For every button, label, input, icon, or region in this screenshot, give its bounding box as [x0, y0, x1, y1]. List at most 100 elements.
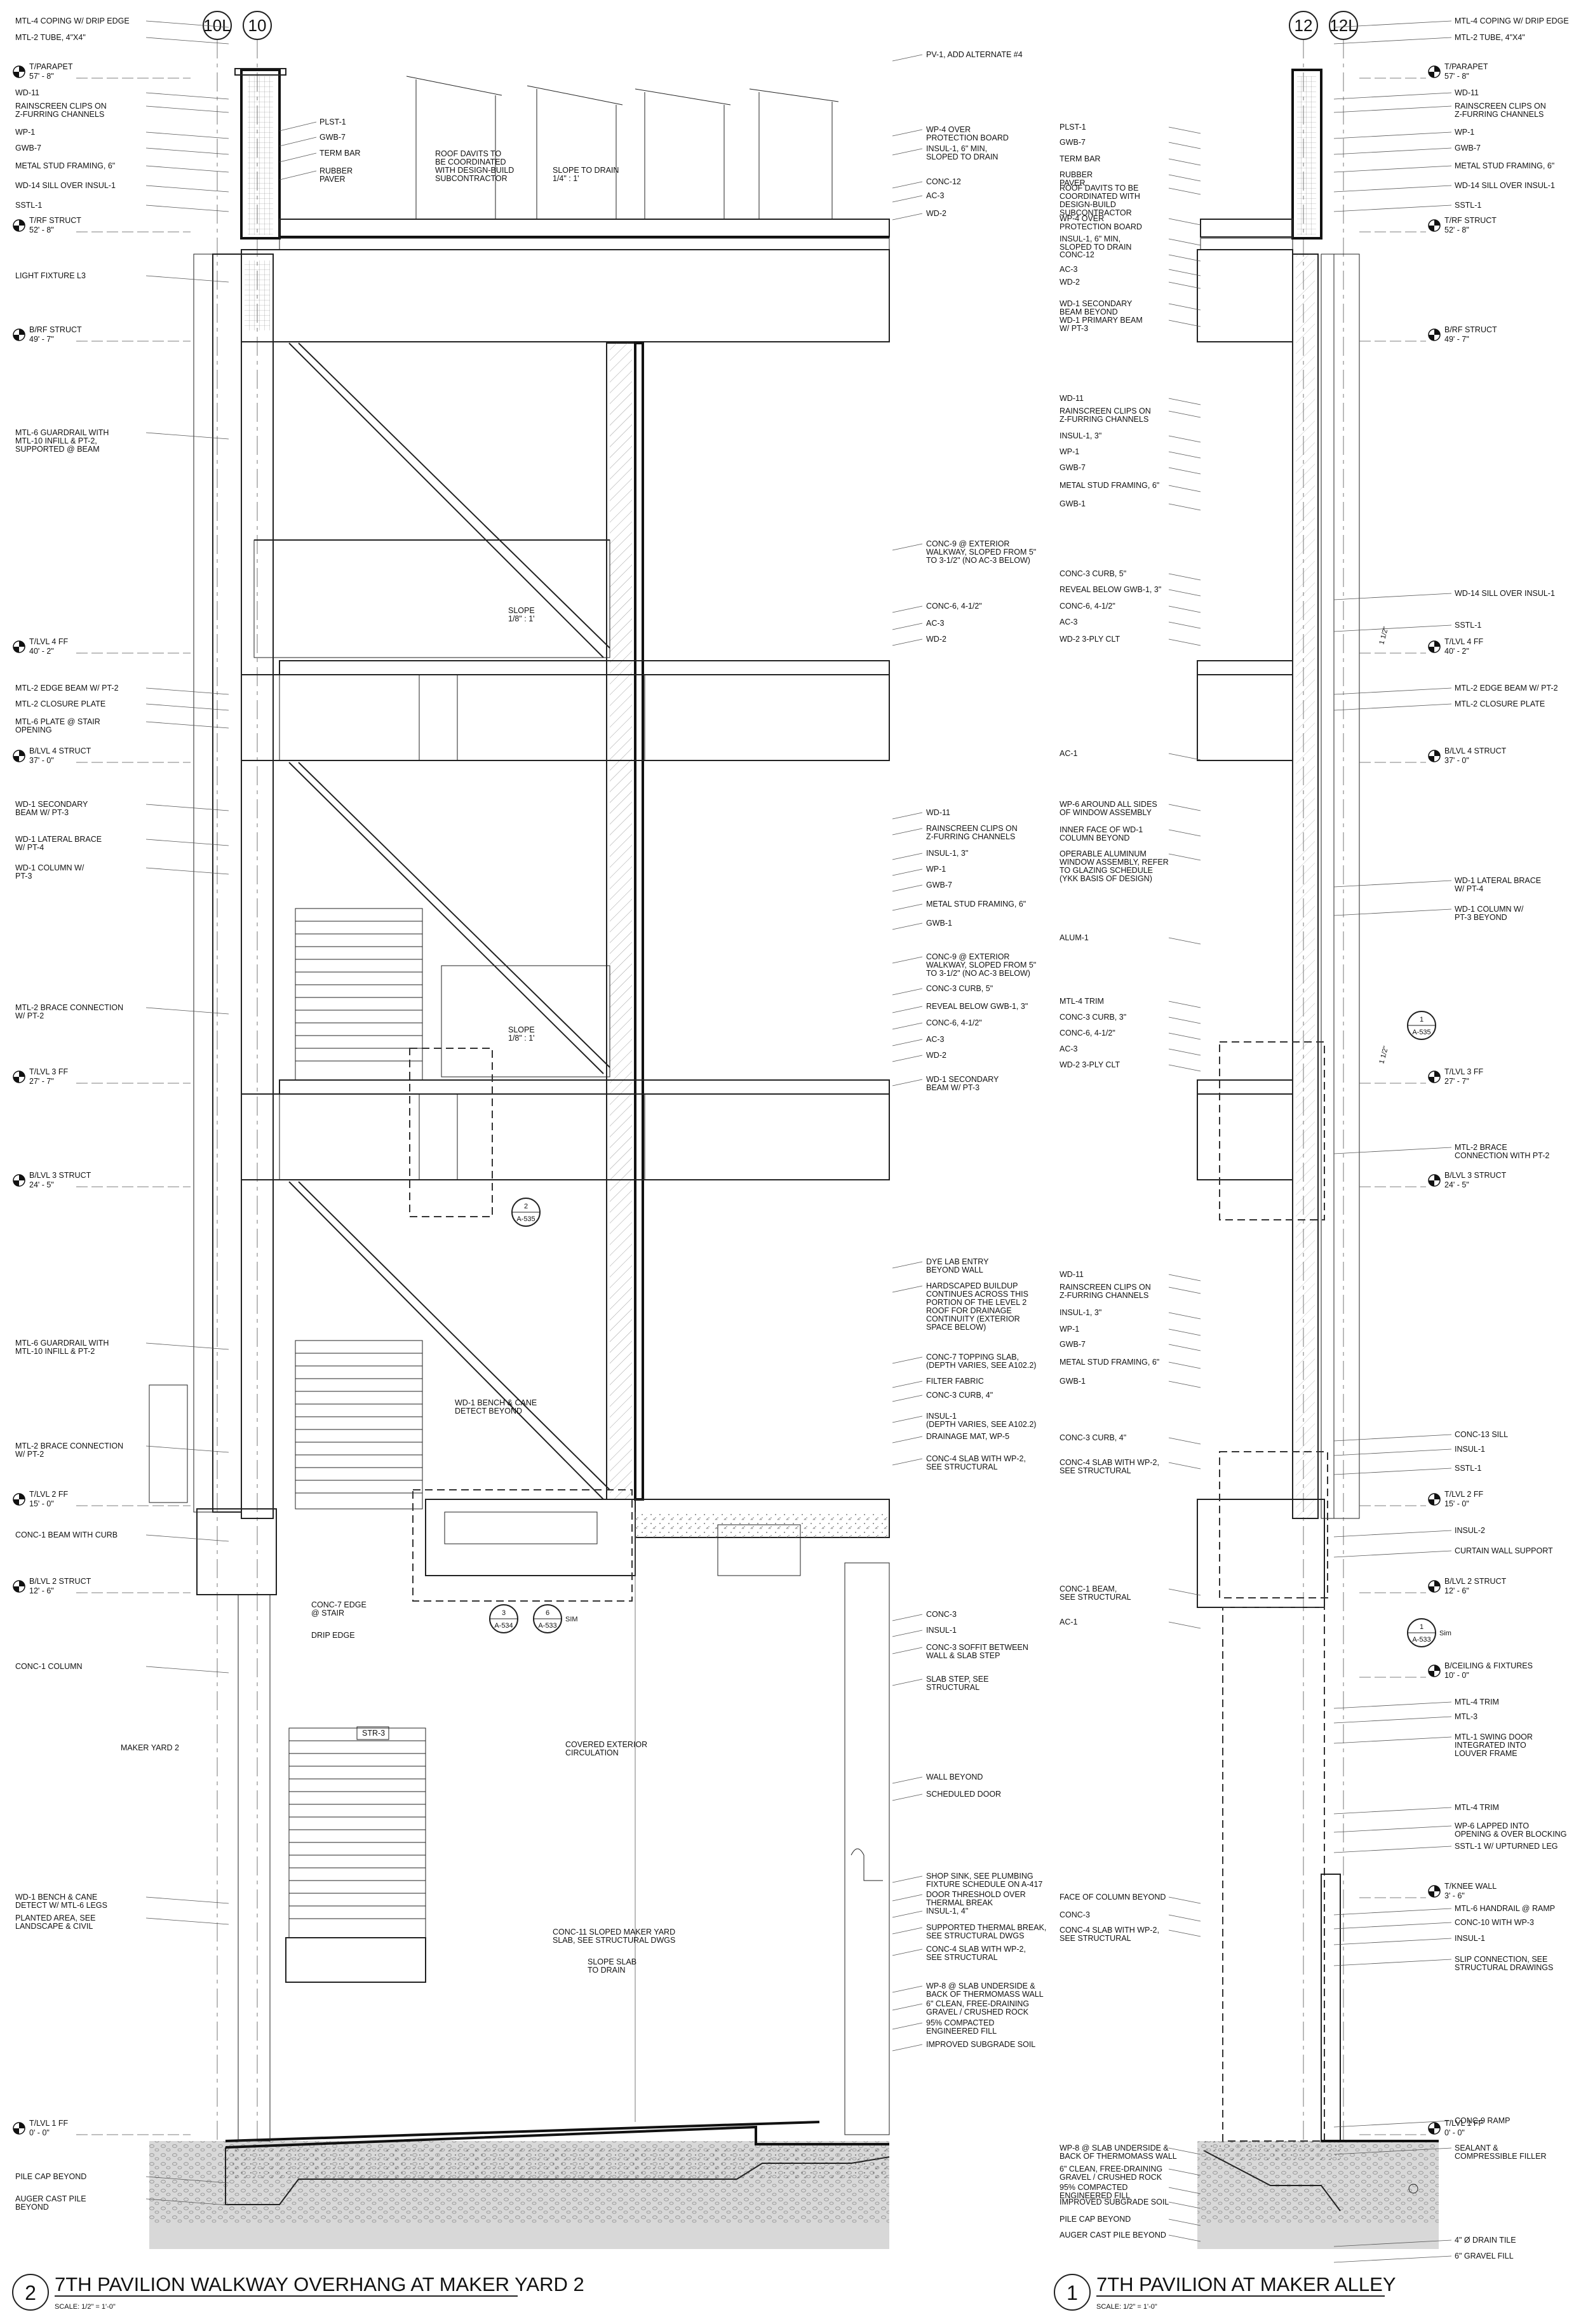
grid-bubble-10 — [243, 11, 272, 40]
level-name: B/LVL 3 STRUCT — [1444, 1171, 1507, 1180]
callout-right-0[interactable]: 1A-535 — [1407, 1011, 1436, 1040]
view-scale-1: SCALE: 1/2" = 1'-0" — [1096, 2303, 1157, 2311]
note-rr-5: GWB-7 — [1455, 144, 1481, 152]
view-scale-2: SCALE: 1/2" = 1'-0" — [55, 2303, 116, 2311]
level-elevation: 0' - 0" — [1444, 2128, 1465, 2137]
level-name: B/RF STRUCT — [29, 325, 82, 334]
note-rl-0: PLST-1 — [1060, 123, 1086, 132]
note-rl-6: INSUL-1, 6" MIN,SLOPED TO DRAIN — [1060, 234, 1131, 252]
note-left-7: WD-14 SILL OVER INSUL-1 — [15, 181, 116, 190]
note-rl-52: PILE CAP BEYOND — [1060, 2215, 1131, 2224]
svg-text:1: 1 — [1420, 1623, 1423, 1631]
note-rl-20: REVEAL BELOW GWB-1, 3" — [1060, 585, 1161, 594]
note-rl-44: AC-1 — [1060, 1618, 1078, 1626]
note-lr-22: WD-2 — [926, 1051, 946, 1060]
note-left-12: MTL-2 CLOSURE PLATE — [15, 699, 105, 708]
level-name: T/PARAPET — [1444, 62, 1488, 71]
level-elevation: 15' - 0" — [29, 1499, 54, 1508]
section-1-geometry — [1197, 39, 1439, 2249]
svg-text:A-534: A-534 — [494, 1622, 513, 1630]
callout-left-0[interactable]: 2A-535 — [511, 1198, 541, 1227]
level-elevation: 40' - 2" — [1444, 647, 1469, 656]
level-name: T/LVL 4 FF — [1444, 637, 1483, 646]
level-name: T/LVL 1 FF — [29, 2119, 68, 2128]
note-rr-29: INSUL-1 — [1455, 1934, 1485, 1943]
note-rl-21: CONC-6, 4-1/2" — [1060, 602, 1115, 611]
note-inner-5: STR-3 — [362, 1729, 385, 1738]
note-lr-4: AC-3 — [926, 191, 945, 200]
note-lr-26: CONC-7 TOPPING SLAB,(DEPTH VARIES, SEE A… — [926, 1353, 1036, 1370]
callout-left-1[interactable]: 3A-534 — [489, 1604, 518, 1633]
note-rr-22: MTL-3 — [1455, 1712, 1477, 1721]
note-rr-28: CONC-10 WITH WP-3 — [1455, 1918, 1534, 1927]
note-roof-0: PLST-1 — [320, 118, 346, 126]
view-number-bubble-1 — [1054, 2274, 1091, 2311]
grid-label-12l: 12L — [1329, 16, 1357, 35]
note-rl-37: WP-1 — [1060, 1325, 1079, 1334]
note-rr-4: WP-1 — [1455, 128, 1474, 137]
svg-text:SIM: SIM — [565, 1616, 578, 1623]
note-rl-42: CONC-4 SLAB WITH WP-2,SEE STRUCTURAL — [1060, 1458, 1159, 1475]
note-left-6: METAL STUD FRAMING, 6" — [15, 161, 115, 170]
note-rr-0: MTL-4 COPING W/ DRIP EDGE — [1455, 17, 1569, 25]
stair-lower — [295, 1340, 423, 1510]
svg-text:A-535: A-535 — [516, 1215, 535, 1223]
note-lr-28: CONC-3 CURB, 4" — [926, 1391, 993, 1400]
note-lr-32: CONC-3 — [926, 1610, 957, 1619]
grid-bubbles-left: 10L 10 — [203, 11, 272, 40]
note-rr-10: SSTL-1 — [1455, 621, 1481, 630]
level-name: T/LVL 2 FF — [29, 1490, 68, 1499]
note-rr-6: METAL STUD FRAMING, 6" — [1455, 161, 1554, 170]
note-lr-5: WD-2 — [926, 209, 946, 218]
note-left-8: SSTL-1 — [15, 201, 42, 210]
note-lr-46: IMPROVED SUBGRADE SOIL — [926, 2040, 1035, 2049]
level-elevation: 37' - 0" — [29, 756, 54, 765]
level-elevation: 57' - 8" — [29, 72, 54, 81]
note-rl-46: CONC-3 — [1060, 1910, 1090, 1919]
grid-bubble-12l — [1329, 11, 1358, 40]
note-rl-36: INSUL-1, 3" — [1060, 1308, 1101, 1317]
note-left-1: MTL-2 TUBE, 4"X4" — [15, 33, 86, 42]
svg-text:A-533: A-533 — [1412, 1636, 1430, 1644]
note-rl-34: WD-11 — [1060, 1270, 1084, 1279]
note-rl-30: CONC-3 CURB, 3" — [1060, 1013, 1126, 1022]
